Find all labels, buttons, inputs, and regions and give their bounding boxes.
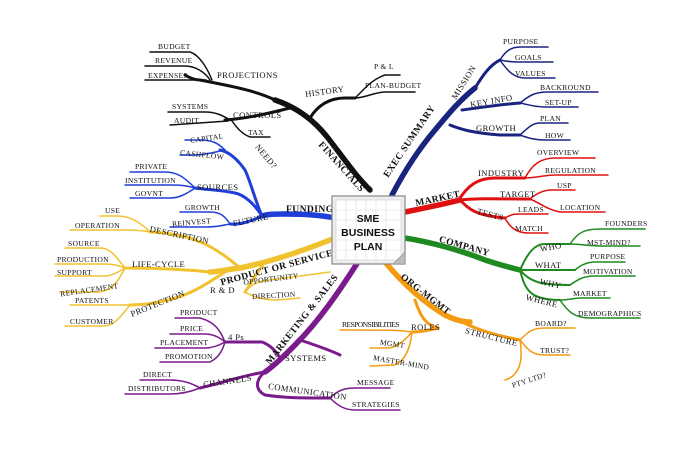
where-item: DEMOGRAPHICS: [578, 309, 642, 318]
why-label: WHY: [539, 276, 562, 290]
sources-label: SOURCES: [197, 182, 239, 192]
rnd-item: DIRECTION: [252, 290, 296, 301]
life-cycle-item: PRODUCTION: [57, 255, 109, 264]
four-ps-item: PRICE: [180, 324, 203, 333]
history-item: P & L: [374, 62, 394, 71]
target-item: USP: [557, 181, 572, 190]
roles-item: MGMT: [379, 338, 405, 350]
four-ps-item: PRODUCT: [180, 308, 218, 317]
org-mgmt-title: ORG-MGMT: [398, 272, 452, 318]
target-item: LOCATION: [560, 203, 601, 212]
what-item: PURPOSE: [590, 252, 626, 261]
sources-item: PRIVATE: [135, 162, 167, 171]
branch-company-labels: COMPANY WHO FOUNDERS MST-MIND? WHAT PURP…: [438, 219, 648, 318]
what-label: WHAT: [535, 260, 562, 270]
industry-item: REGULATION: [545, 166, 596, 175]
roles-item: MASTER-MIND: [372, 353, 430, 372]
controls-label: CONTROLS: [233, 110, 282, 120]
sources-item: INSTITUTION: [125, 176, 176, 185]
center-title-line1: SME: [357, 213, 380, 225]
who-item: MST-MIND?: [587, 238, 631, 247]
description-item: OPERATION: [75, 221, 120, 230]
need-item: CAPITAL: [190, 131, 225, 145]
industry-label: INDUSTRY: [478, 168, 524, 178]
target-label: TARGET: [500, 189, 536, 199]
life-cycle-label: LIFE-CYCLE: [132, 259, 185, 269]
future-item: REINVEST: [172, 216, 212, 228]
projections-item: REVENUE: [155, 56, 193, 65]
four-ps-item: PROMOTION: [165, 352, 213, 361]
controls-item: AUDIT: [174, 116, 199, 125]
communication-item: MESSAGE: [357, 378, 395, 387]
channels-item: DISTRIBUTORS: [128, 384, 186, 393]
projections-item: EXPENSES: [148, 71, 188, 80]
protection-item: CUSTOMER: [70, 317, 114, 326]
rnd-label: R & D: [210, 285, 235, 295]
structure-label: STRUCTURE: [464, 326, 519, 349]
branch-financials-labels: FINANCIALS PROJECTIONS BUDGET REVENUE EX…: [148, 42, 422, 195]
branch-exec-summary: [389, 46, 599, 198]
where-item: MARKET: [573, 289, 607, 298]
tests-item: MATCH: [515, 224, 543, 233]
history-item: PLAN-BUDGET: [365, 81, 422, 90]
structure-item: BOARD?: [535, 319, 567, 328]
future-label: FUTURE: [232, 211, 269, 228]
branch-financials: [144, 51, 416, 193]
center-title-line3: PLAN: [354, 241, 383, 253]
where-label: WHERE: [525, 292, 559, 310]
page-curl-icon: [392, 251, 406, 265]
branch-market: [402, 157, 609, 234]
channels-label: CHANNELS: [202, 373, 252, 390]
controls-item: SYSTEMS: [172, 102, 208, 111]
branch-marketing-sales: [124, 259, 401, 411]
branch-product-service: [54, 215, 338, 327]
center-grid: [336, 200, 401, 260]
future-item: GROWTH: [185, 203, 220, 212]
description-item: USE: [105, 206, 120, 215]
growth-item: PLAN: [540, 114, 561, 123]
life-cycle-item: SOURCE: [68, 239, 100, 248]
need-label: NEED?: [253, 142, 279, 170]
key-info-item: SET-UP: [545, 98, 572, 107]
projections-label: PROJECTIONS: [217, 70, 278, 80]
who-item: FOUNDERS: [605, 219, 648, 228]
tests-label: TESTS: [476, 206, 505, 223]
history-label: HISTORY: [304, 84, 344, 99]
who-label: WHO: [539, 240, 562, 254]
branch-funding-labels: FUNDING NEED? CAPITAL CASHFLOW SOURCES P…: [125, 131, 334, 228]
branch-org-mgmt: [339, 259, 576, 381]
industry-item: OVERVIEW: [537, 148, 580, 157]
channels-item: DIRECT: [143, 370, 172, 379]
mission-item: PURPOSE: [503, 37, 539, 46]
four-ps-label: 4 Ps: [228, 332, 244, 342]
life-cycle-item: SUPPORT: [57, 268, 92, 277]
four-ps-item: PLACEMENT: [160, 338, 208, 347]
systems-label: SYSTEMS: [285, 353, 327, 363]
need-item: CASHFLOW: [180, 148, 225, 162]
protection-item: PATENTS: [75, 296, 109, 305]
growth-label: GROWTH: [476, 123, 516, 133]
sources-item: GOVNT: [135, 189, 163, 198]
communication-item: STRATEGIES: [352, 400, 400, 409]
why-item: MOTIVATION: [583, 267, 633, 276]
key-info-item: BACKROUND: [540, 83, 591, 92]
center-title-line2: BUSINESS: [341, 227, 395, 239]
branch-funding: [124, 139, 338, 228]
funding-title: FUNDING: [286, 204, 334, 215]
growth-item: HOW: [545, 131, 565, 140]
financials-title: FINANCIALS: [316, 140, 367, 195]
roles-item: RESPONSIBILITIES: [342, 320, 399, 329]
branch-company: [402, 228, 646, 319]
controls-item: TAX: [248, 128, 264, 137]
roles-label: ROLES: [411, 322, 440, 332]
mission-item: VALUES: [515, 69, 546, 78]
tests-item: LEADS: [518, 205, 544, 214]
center-node: SME BUSINESS PLAN: [331, 195, 406, 265]
projections-item: BUDGET: [158, 42, 191, 51]
mission-item: GOALS: [515, 53, 542, 62]
structure-item: TRUST?: [540, 346, 570, 355]
